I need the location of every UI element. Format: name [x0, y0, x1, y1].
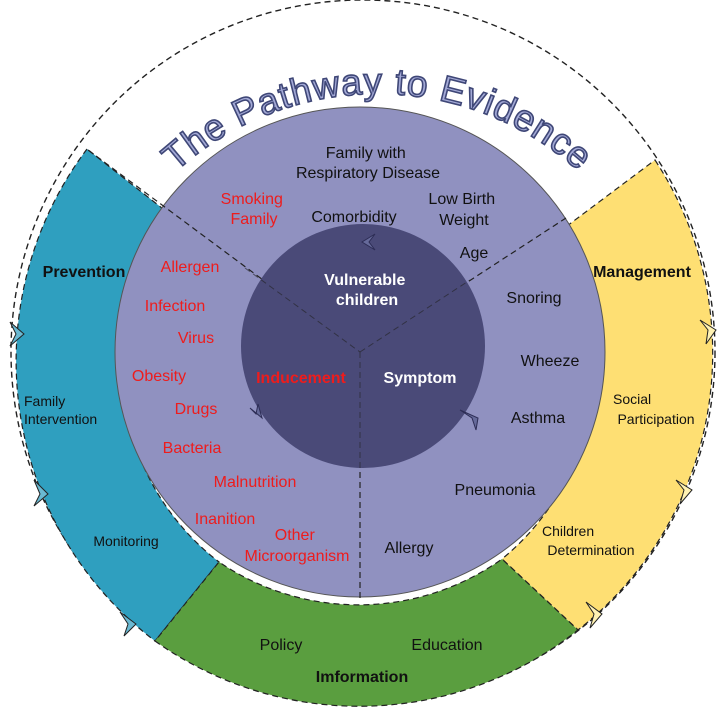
management-title: Management — [593, 264, 691, 281]
factor-pneumonia: Pneumonia — [455, 482, 536, 499]
factor-comorbidity: Comorbidity — [311, 209, 396, 226]
inner-circle — [241, 224, 485, 468]
chevron-down-icon — [249, 403, 263, 420]
factor-malnutrition: Malnutrition — [214, 474, 297, 491]
information-title: Imformation — [316, 669, 408, 686]
outer-ring-arrows — [9, 319, 717, 637]
information-item-education: Education — [411, 637, 482, 654]
factor-virus: Virus — [178, 330, 214, 347]
factor-inanition: Inanition — [195, 511, 256, 528]
factor-other-microorganism: Other Microorganism — [245, 527, 350, 565]
core-symptom-label: Symptom — [384, 370, 457, 387]
factor-bacteria: Bacteria — [163, 440, 222, 457]
management-item-social-participation: Social Participation — [613, 391, 695, 427]
factor-snoring: Snoring — [506, 290, 561, 307]
arrow-right-2-icon — [675, 479, 693, 505]
arrow-left-3-icon — [119, 611, 137, 637]
core-inducement-label: Inducement — [256, 370, 346, 387]
management-item-children-determination: Children Determination — [542, 523, 635, 558]
factor-asthma: Asthma — [511, 410, 565, 427]
arrow-right-3-icon — [585, 601, 603, 629]
factor-allergen: Allergen — [161, 259, 220, 276]
factor-age: Age — [460, 245, 489, 262]
information-item-policy: Policy — [260, 637, 303, 654]
arrow-left-1-icon — [9, 321, 25, 347]
factor-family-respiratory: Family with Respiratory Disease — [296, 145, 440, 182]
factor-wheeze: Wheeze — [521, 353, 580, 370]
information-segment — [154, 558, 579, 707]
factor-infection: Infection — [145, 298, 205, 315]
chevron-up-icon — [459, 409, 479, 431]
prevention-item-family-intervention: Family Intervention — [24, 393, 97, 427]
prevention-title: Prevention — [43, 264, 126, 281]
factor-smoking-family: Smoking Family — [221, 191, 288, 228]
arrow-left-2-icon — [33, 479, 49, 507]
core-vulnerable-label: Vulnerable children — [324, 272, 410, 309]
factor-drugs: Drugs — [175, 401, 218, 418]
arrow-right-1-icon — [699, 319, 717, 345]
chevron-left-icon — [361, 233, 376, 251]
factor-low-birth-weight: Low Birth Weight — [428, 191, 499, 229]
prevention-item-monitoring: Monitoring — [93, 533, 158, 549]
factor-allergy: Allergy — [385, 540, 434, 557]
factor-obesity: Obesity — [132, 368, 186, 385]
